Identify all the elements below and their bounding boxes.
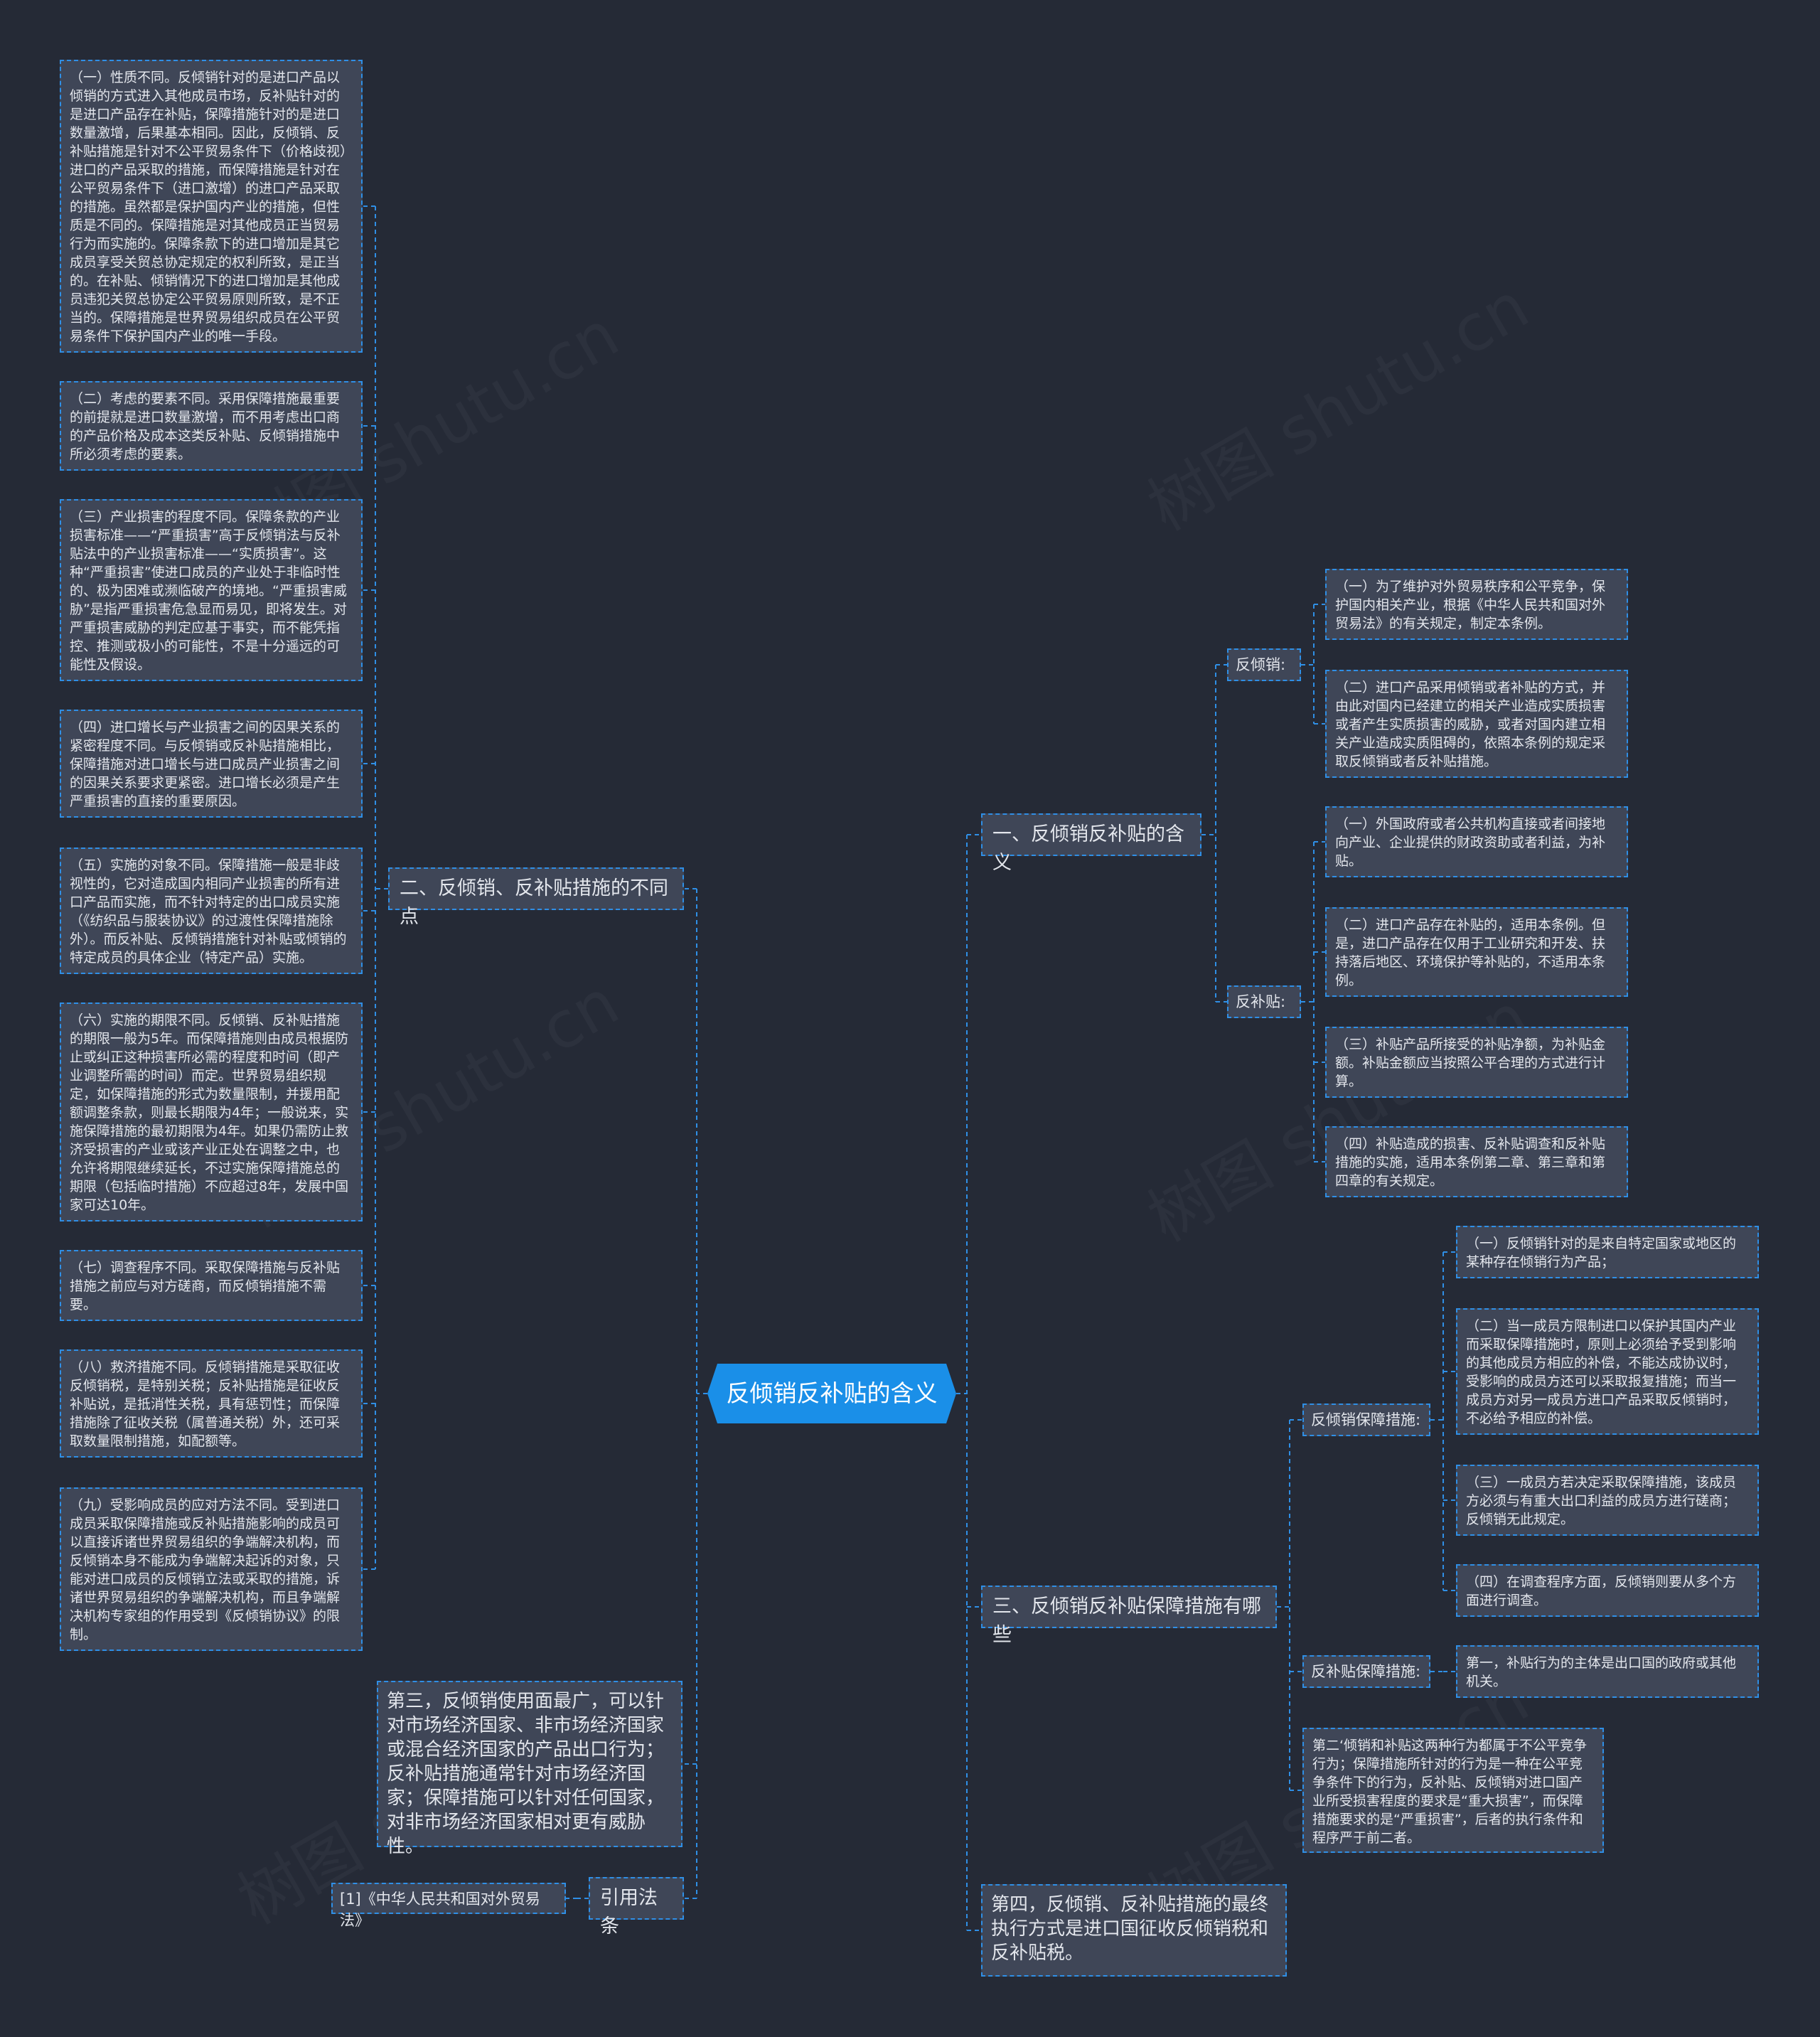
leaf-node[interactable]: （四）进口增长与产业损害之间的因果关系的紧密程度不同。与反倾销或反补贴措施相比，… [60,710,363,818]
branch-meaning[interactable]: 一、反倾销反补贴的含义 [981,813,1201,874]
leaf-node[interactable]: （一）反倾销针对的是来自特定国家或地区的某种存在倾销行为产品； [1456,1226,1759,1278]
branch-cited-law[interactable]: 引用法条 [589,1877,684,1937]
leaf-node[interactable]: 第一，补贴行为的主体是出口国的政府或其他机关。 [1456,1645,1759,1698]
leaf-cited-law[interactable]: [1]《中华人民共和国对外贸易法》 [331,1883,566,1929]
leaf-node[interactable]: （九）受影响成员的应对方法不同。受到进口成员采取保障措施或反补贴措施影响的成员可… [60,1487,363,1651]
branch-third-scope[interactable]: 第三，反倾销使用面最广，可以针对市场经济国家、非市场经济国家或混合经济国家的产品… [377,1681,682,1857]
leaf-node[interactable]: （二）当一成员方限制进口以保护其国内产业而采取保障措施时，原则上必须给予受到影响… [1456,1308,1759,1435]
root-topic[interactable]: 反倾销反补贴的含义 [707,1364,956,1423]
leaf-node[interactable]: （一）为了维护对外贸易秩序和公平竞争，保护国内相关产业，根据《中华人民共和国对外… [1325,569,1628,640]
leaf-node[interactable]: （七）调查程序不同。采取保障措施与反补贴措施之前应与对方磋商，而反倾销措施不需要… [60,1250,363,1321]
sub-antidumping[interactable]: 反倾销: [1227,648,1301,681]
leaf-node[interactable]: （四）补贴造成的损害、反补贴调查和反补贴措施的实施，适用本条例第二章、第三章和第… [1325,1126,1628,1197]
branch-differences[interactable]: 二、反倾销、反补贴措施的不同点 [388,867,684,928]
sub-countervailing-safeguard[interactable]: 反补贴保障措施: [1302,1655,1430,1688]
sub-countervailing[interactable]: 反补贴: [1227,985,1301,1018]
leaf-node[interactable]: （三）一成员方若决定采取保障措施，该成员方必须与有重大出口利益的成员方进行磋商；… [1456,1465,1759,1536]
leaf-node[interactable]: （一）外国政府或者公共机构直接或者间接地向产业、企业提供的财政资助或者利益，为补… [1325,806,1628,877]
leaf-node[interactable]: 第二‘倾销和补贴这两种行为都属于不公平竞争行为；保障措施所针对的行为是一种在公平… [1302,1728,1604,1853]
leaf-node[interactable]: （四）在调查程序方面，反倾销则要从多个方面进行调查。 [1456,1564,1759,1617]
leaf-node[interactable]: （二）考虑的要素不同。采用保障措施最重要的前提就是进口数量激增，而不用考虑出口商… [60,381,363,471]
leaf-node[interactable]: （六）实施的期限不同。反倾销、反补贴措施的期限一般为5年。而保障措施则由成员根据… [60,1003,363,1221]
sub-antidumping-safeguard[interactable]: 反倾销保障措施: [1302,1404,1430,1436]
branch-final-execution[interactable]: 第四，反倾销、反补贴措施的最终执行方式是进口国征收反倾销税和反补贴税。 [981,1884,1287,1977]
leaf-node[interactable]: （一）性质不同。反倾销针对的是进口产品以倾销的方式进入其他成员市场，反补贴针对的… [60,60,363,353]
leaf-node[interactable]: （三）补贴产品所接受的补贴净额，为补贴金额。补贴金额应当按照公平合理的方式进行计… [1325,1027,1628,1098]
leaf-node[interactable]: （三）产业损害的程度不同。保障条款的产业损害标准——“严重损害”高于反倾销法与反… [60,499,363,681]
leaf-node[interactable]: （五）实施的对象不同。保障措施一般是非歧视性的，它对造成国内相同产业损害的所有进… [60,848,363,974]
leaf-node[interactable]: （二）进口产品存在补贴的，适用本条例。但是，进口产品存在仅用于工业研究和开发、扶… [1325,907,1628,997]
branch-safeguard-measures[interactable]: 三、反倾销反补贴保障措施有哪些 [981,1586,1277,1646]
leaf-node[interactable]: （二）进口产品采用倾销或者补贴的方式，并由此对国内已经建立的相关产业造成实质损害… [1325,670,1628,778]
leaf-node[interactable]: （八）救济措施不同。反倾销措施是采取征收反倾销税，是特别关税；反补贴措施是征收反… [60,1349,363,1458]
